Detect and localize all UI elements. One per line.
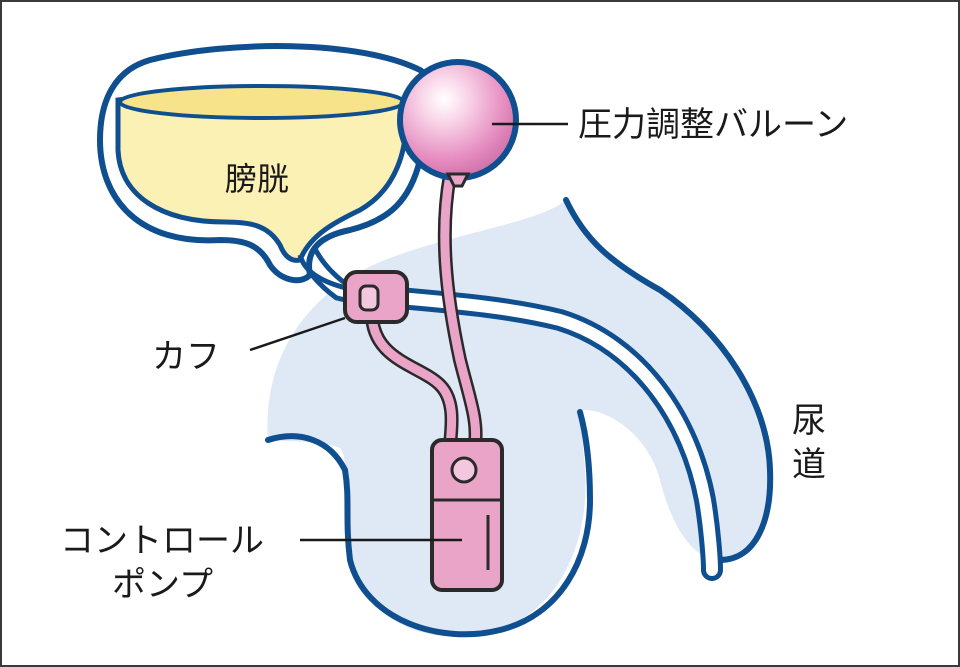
leader-line-cuff	[249, 316, 346, 352]
label-urethra-1: 尿	[792, 401, 826, 441]
pressure-balloon	[397, 59, 519, 188]
control-pump	[430, 438, 504, 592]
body-outline-back	[563, 197, 774, 563]
cuff	[343, 270, 409, 324]
label-bladder: 膀胱	[225, 160, 289, 198]
balloon-tube	[440, 170, 481, 450]
body-outline-scrotum	[265, 409, 594, 638]
label-pressure-balloon: 圧力調整バルーン	[578, 105, 848, 145]
label-cuff: カフ	[152, 337, 220, 377]
label-pump-2: ポンプ	[112, 565, 213, 605]
bladder-liquid-surface	[118, 84, 406, 120]
body-silhouette	[267, 200, 771, 637]
urethra-tube-inner	[290, 164, 718, 576]
label-pump-1: コントロール	[60, 521, 264, 561]
label-urethra-2: 道	[792, 445, 826, 485]
cuff-tube	[367, 305, 457, 450]
